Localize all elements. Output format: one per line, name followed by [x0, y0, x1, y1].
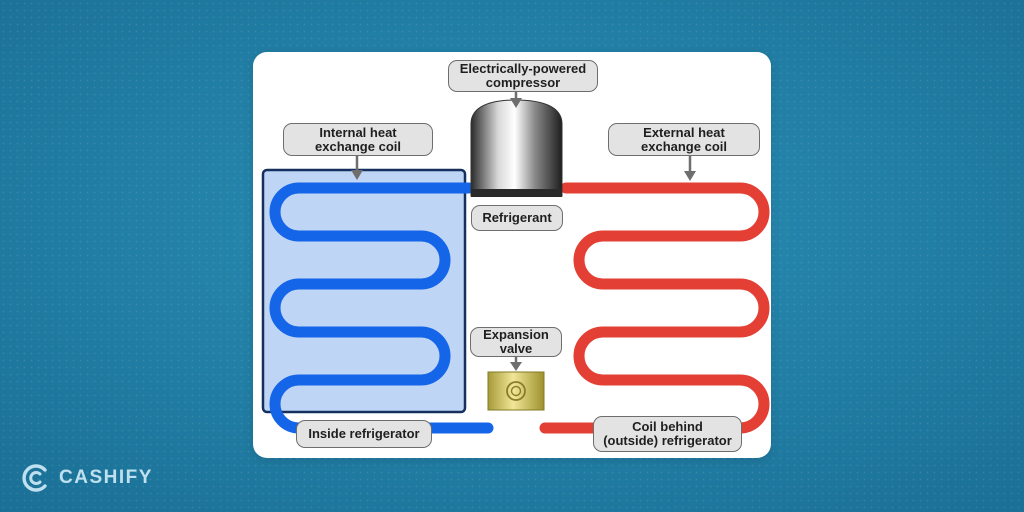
external-coil-pipe: [539, 182, 770, 434]
coil-behind-label: Coil behind (outside) refrigerator: [593, 416, 742, 452]
arrow-external-coil: [684, 156, 696, 181]
inside-refrigerator-label: Inside refrigerator: [296, 420, 432, 448]
arrow-compressor: [510, 92, 522, 108]
external-coil-label: External heat exchange coil: [608, 123, 760, 156]
compressor-label: Electrically-powered compressor: [448, 60, 598, 92]
expansion-valve: [487, 371, 545, 411]
arrow-expansion-valve: [510, 355, 522, 371]
brand-name: CASHIFY: [59, 467, 153, 488]
cashify-logo-icon: [22, 464, 47, 492]
refrigeration-cycle-diagram: [261, 92, 770, 434]
expansion-valve-label: Expansion valve: [470, 327, 562, 357]
compressor: [470, 99, 563, 197]
refrigerant-label: Refrigerant: [471, 205, 563, 231]
internal-coil-label: Internal heat exchange coil: [283, 123, 433, 156]
diagram-card: Electrically-powered compressor Internal…: [253, 52, 771, 458]
internal-coil-pipe: [269, 182, 494, 434]
arrow-internal-coil: [351, 156, 363, 180]
cashify-logo: CASHIFY: [20, 462, 153, 494]
